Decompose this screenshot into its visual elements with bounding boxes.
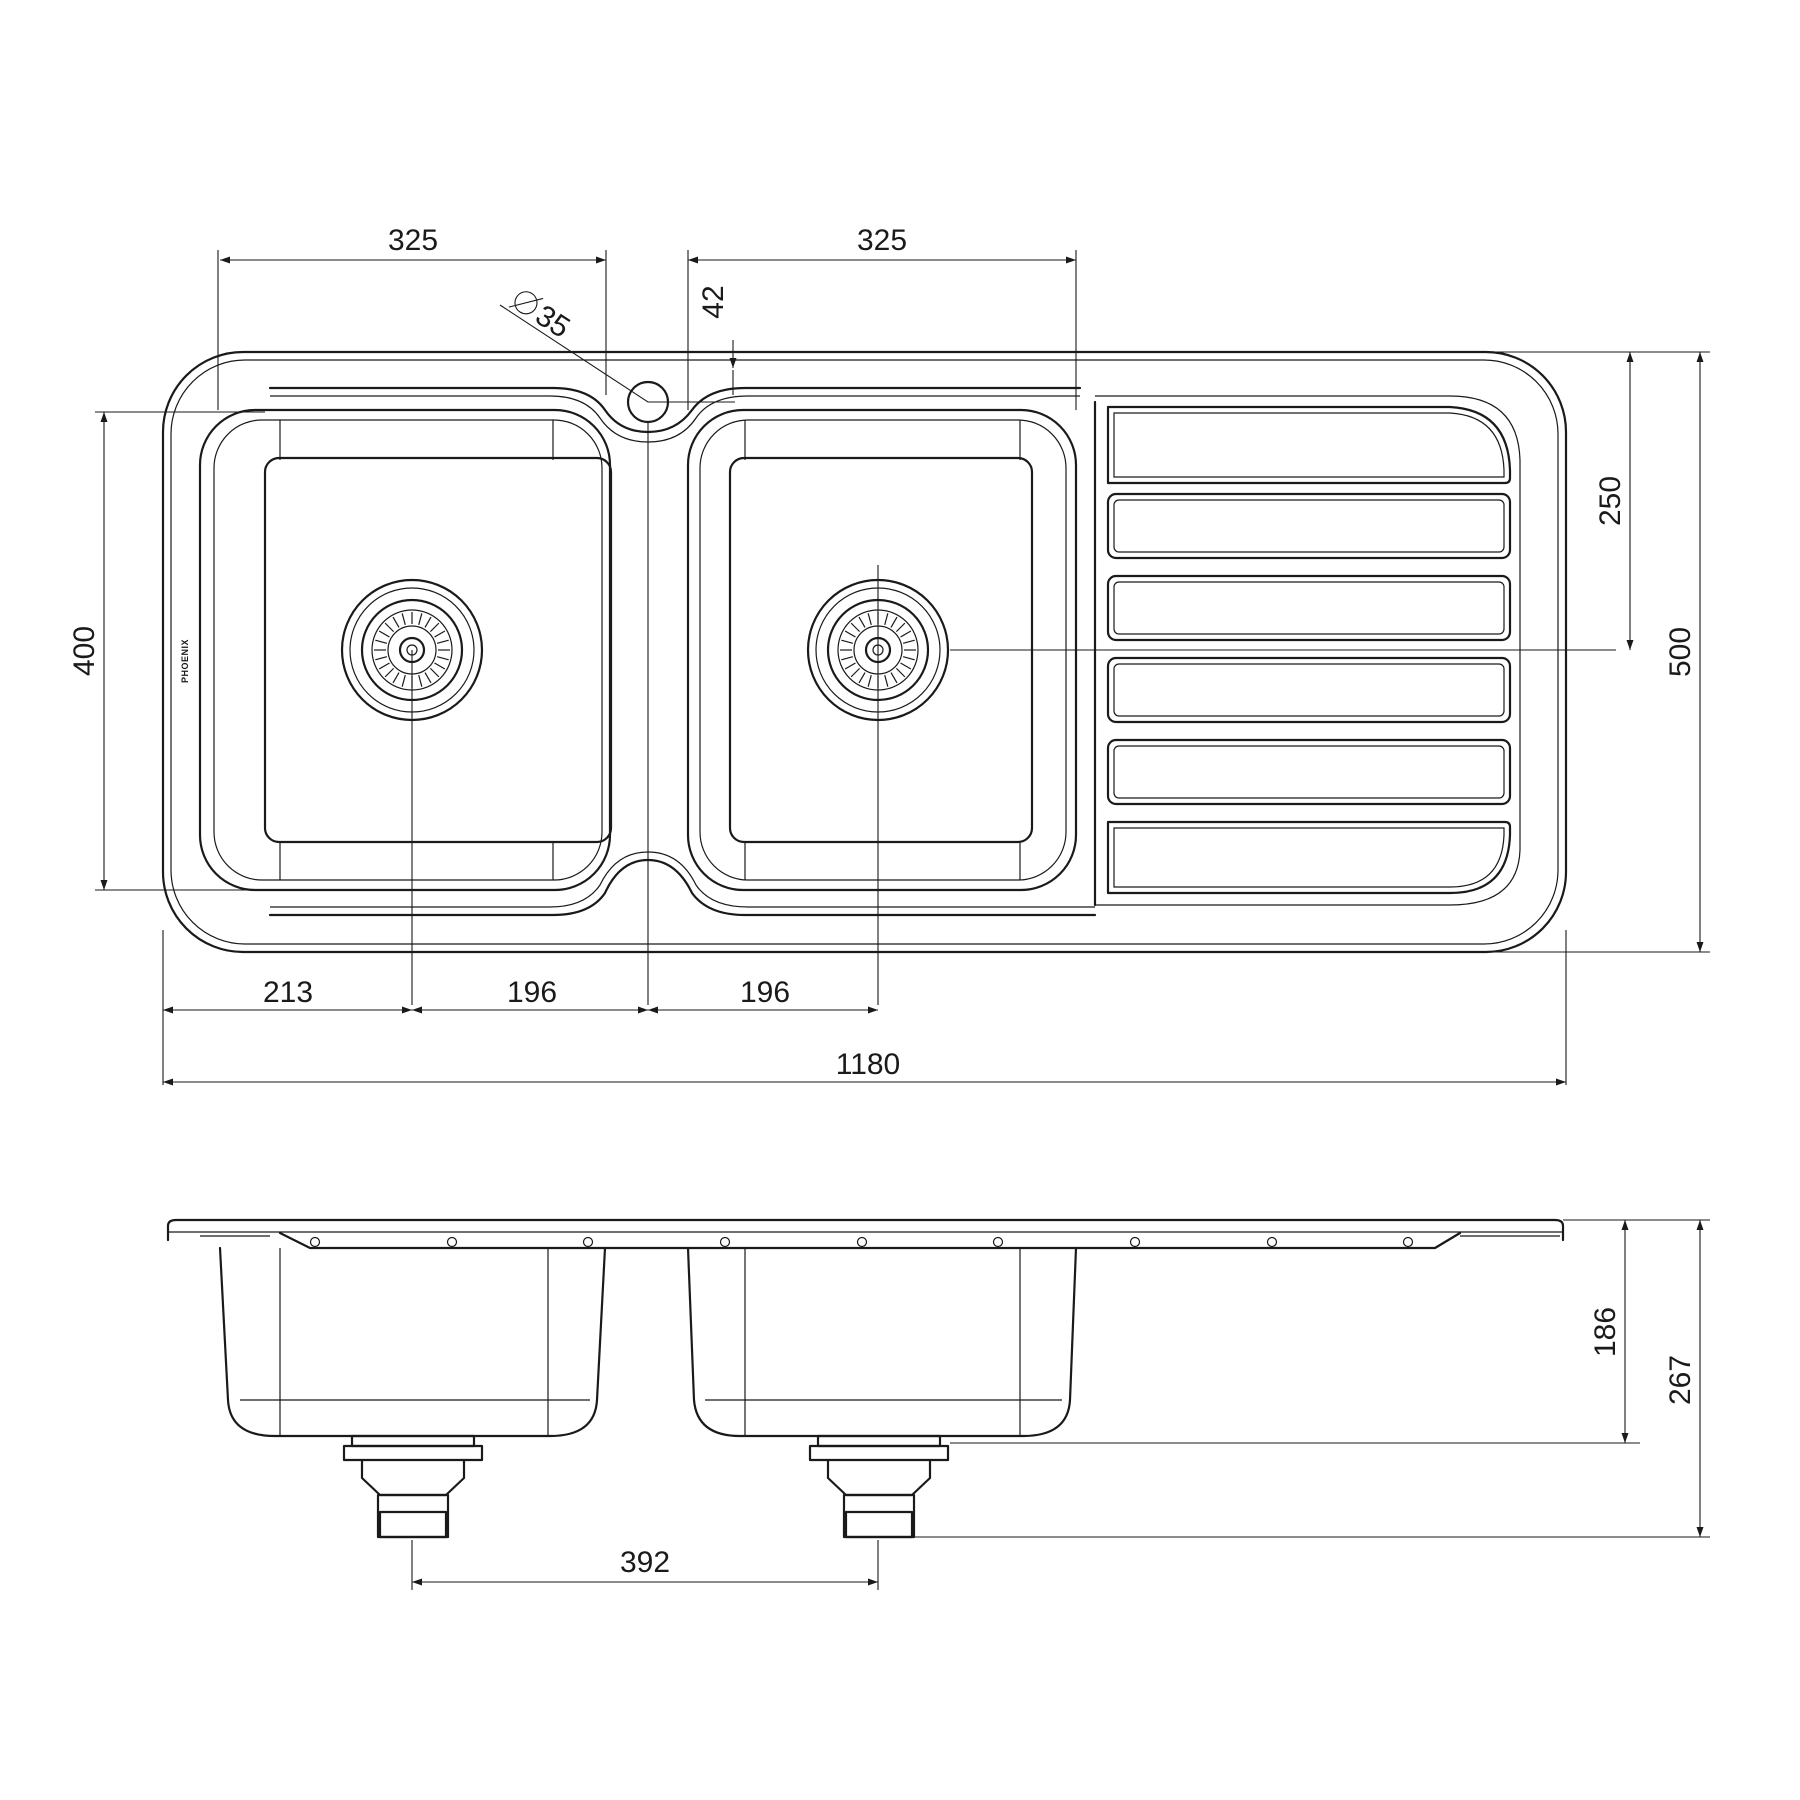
strainer-spoke bbox=[850, 667, 861, 678]
strainer-spoke bbox=[434, 630, 446, 638]
strainer-spoke bbox=[418, 613, 423, 626]
strainer-spoke bbox=[844, 630, 856, 638]
side-view bbox=[166, 1218, 1710, 1590]
dim-drainer-to-waste: 250 bbox=[1594, 476, 1627, 526]
strainer-spoke bbox=[378, 662, 390, 670]
dim-waste-to-center-right: 196 bbox=[740, 976, 790, 1009]
strainer-spoke bbox=[424, 616, 432, 628]
sink-top-flange bbox=[166, 1218, 1565, 1242]
strainer-spoke bbox=[401, 613, 406, 626]
dim-overall-depth: 267 bbox=[1664, 1355, 1697, 1405]
dim-tap-hole-diameter: 35 bbox=[508, 291, 576, 345]
dim-bowl-length: 400 bbox=[68, 626, 101, 676]
strainer-spoke bbox=[436, 656, 449, 661]
dim-overall-length: 500 bbox=[1664, 627, 1697, 677]
strainer-spoke bbox=[884, 674, 889, 687]
dim-waste-to-center-left: 196 bbox=[507, 976, 557, 1009]
strainer-spoke bbox=[844, 662, 856, 670]
strainer-spoke bbox=[429, 667, 440, 678]
dim-left-edge-to-waste: 213 bbox=[263, 976, 313, 1009]
dim-bowl-width-right: 325 bbox=[857, 224, 907, 257]
dim-bowl-depth: 186 bbox=[1589, 1307, 1622, 1357]
strainer-spoke bbox=[434, 662, 446, 670]
strainer-spoke bbox=[867, 674, 872, 687]
right-bowl-side bbox=[686, 1246, 1078, 1438]
strainer-spoke bbox=[900, 662, 912, 670]
dim-overall-width: 1180 bbox=[836, 1048, 901, 1081]
dimension-labels: 325 325 35 42 213 196 196 1180 400 250 5… bbox=[68, 224, 1697, 1579]
brand-mark: PHOENIX bbox=[180, 639, 190, 683]
drainer bbox=[1093, 395, 1521, 907]
strainer-spoke bbox=[890, 672, 898, 684]
plan-view: PHOENIX bbox=[95, 250, 1710, 1085]
strainer-spoke bbox=[902, 639, 915, 644]
dim-tap-hole-offset: 42 bbox=[697, 285, 730, 318]
right-waste-body bbox=[808, 1434, 950, 1539]
strainer-spoke bbox=[384, 667, 395, 678]
mounting-holes bbox=[309, 1236, 1414, 1248]
strainer-spoke bbox=[384, 622, 395, 633]
left-bowl-base bbox=[263, 456, 613, 844]
strainer-spoke bbox=[895, 622, 906, 633]
strainer-spoke bbox=[429, 622, 440, 633]
strainer-spoke bbox=[841, 656, 854, 661]
left-waste-body bbox=[342, 1434, 484, 1539]
strainer-spoke bbox=[850, 622, 861, 633]
strainer-spoke bbox=[902, 656, 915, 661]
strainer-spoke bbox=[401, 674, 406, 687]
strainer-spoke bbox=[424, 672, 432, 684]
strainer-spoke bbox=[900, 630, 912, 638]
dim-waste-centres: 392 bbox=[620, 1546, 670, 1579]
strainer-spoke bbox=[884, 613, 889, 626]
sink-inner-rim bbox=[170, 359, 1559, 945]
strainer-spoke bbox=[841, 639, 854, 644]
strainer-spoke bbox=[375, 639, 388, 644]
strainer-spoke bbox=[378, 630, 390, 638]
strainer-spoke bbox=[890, 616, 898, 628]
strainer-spoke bbox=[436, 639, 449, 644]
left-bowl-side bbox=[218, 1246, 607, 1438]
strainer-spoke bbox=[895, 667, 906, 678]
sink-outer-rim bbox=[161, 350, 1568, 954]
side-dimension-lines bbox=[412, 1220, 1704, 1586]
strainer-spoke bbox=[418, 674, 423, 687]
dim-bowl-width-left: 325 bbox=[388, 224, 438, 257]
strainer-spoke bbox=[392, 616, 400, 628]
strainer-spoke bbox=[392, 672, 400, 684]
strainer-spoke bbox=[867, 613, 872, 626]
strainer-spoke bbox=[375, 656, 388, 661]
strainer-spoke bbox=[858, 616, 866, 628]
plan-dimension-lines bbox=[100, 256, 1704, 1086]
strainer-spoke bbox=[858, 672, 866, 684]
